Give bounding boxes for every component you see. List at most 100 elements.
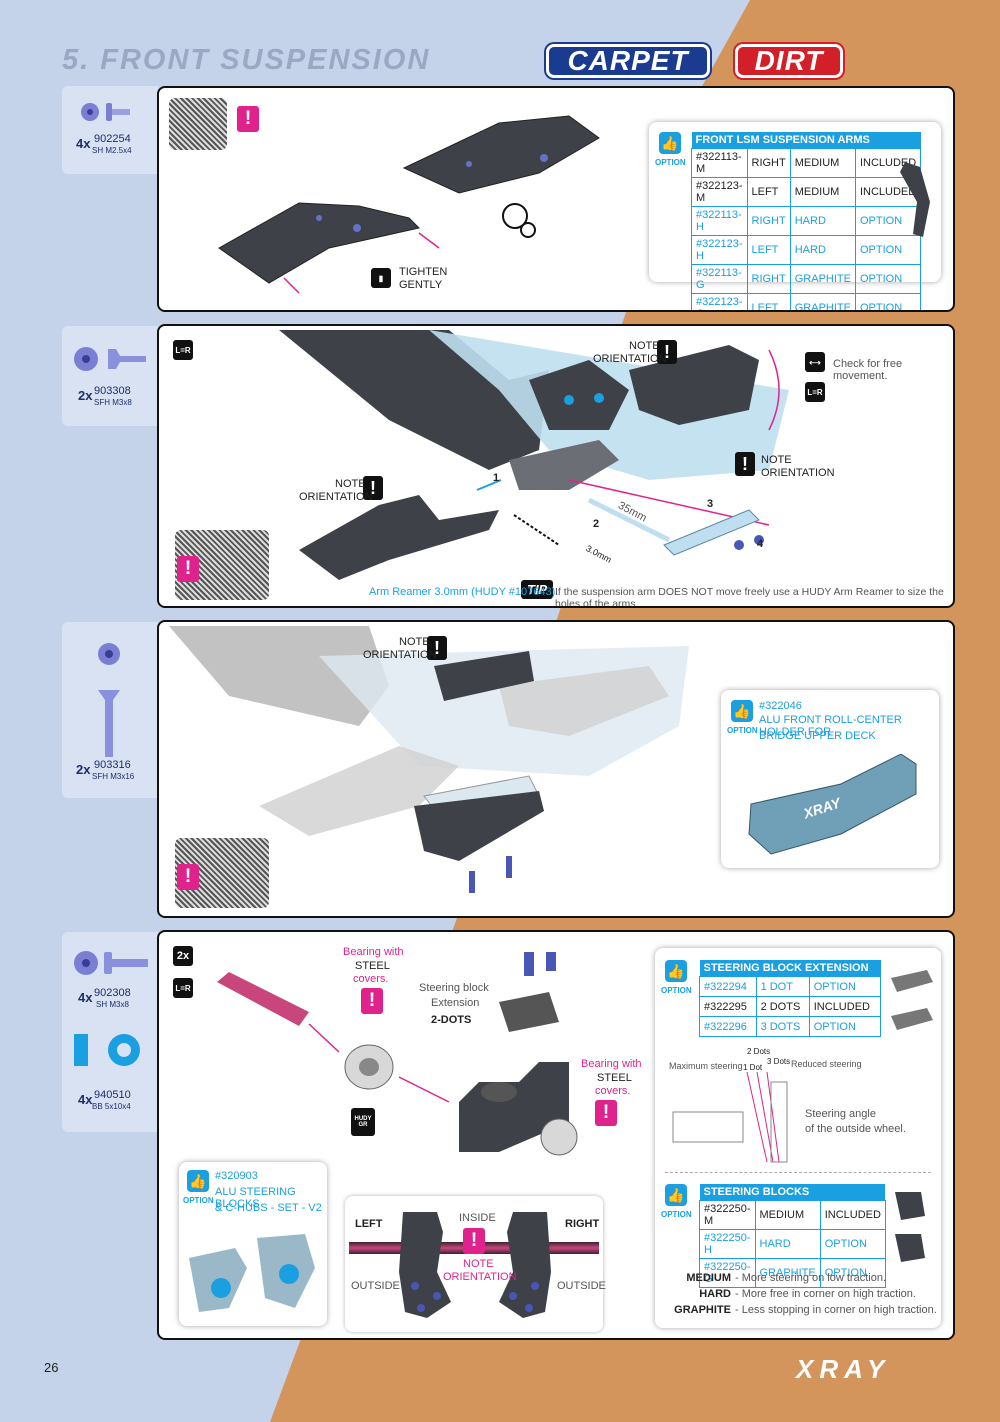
table-cell: GRAPHITE [789,264,856,294]
option-line2: & C-HUBS - SET - V2 [215,1202,322,1214]
table-cell: HARD [754,1229,821,1259]
bearing-label: covers. [595,1085,631,1097]
thumbs-up-icon: 👍 [731,700,753,722]
table-cell: GRAPHITE [754,1258,821,1288]
legend-row: HARD- More free in corner on high tracti… [665,1286,935,1302]
legend-row: MEDIUM - More steering on low traction. [665,1270,935,1286]
arm-option-illustration [900,162,930,237]
warning-icon: ! [595,1100,617,1126]
chassis-arm-illustration [279,330,789,580]
steering-block-illustration [217,952,578,1156]
part-desc: SFH M3x16 [92,772,135,781]
steering-block-thumbnails [895,1192,925,1262]
screw-icon [74,951,148,975]
roll-center-holder-illustration [748,754,917,855]
table-cell: #322123-M [691,177,748,207]
table-cell: #322296 [699,1016,757,1037]
gr-label: GR [358,1122,368,1128]
table-cell: 2 DOTS [755,996,810,1017]
table-cell: HARD [789,206,856,236]
table-cell: OPTION [819,1258,886,1288]
screw-icon [98,643,120,757]
part-qty: 2x [78,388,93,403]
dirt-badge: DIRT [735,44,843,78]
warning-icon: ! [237,106,259,132]
table-cell: OPTION [808,1016,882,1037]
times-two-icon: 2x [173,946,193,966]
tighten-label: TIGHTEN [399,266,448,278]
table-cell: LEFT [746,293,791,310]
option-label: OPTION [655,158,686,167]
part-desc: SH M2.5x4 [92,146,132,155]
warning-icon: ! [363,476,383,500]
table-cell: OPTION [854,235,922,265]
step2-panel: L=R NOTE ORIENTATION ! ⟷ Check for free … [157,324,955,608]
page-number: 26 [44,1360,59,1375]
extension-label: Extension [431,997,480,1009]
legend-value: - More steering on low traction. [735,1272,887,1284]
option-line1: ALU FRONT ROLL-CENTER HOLDER FOR [759,714,902,738]
note-label: NOTE [335,478,366,490]
table-cell: #322123-H [691,235,748,265]
table-cell: RIGHT [746,206,791,236]
free-movement-icon: ⟷ [805,352,825,372]
parts-bag-step4: 4x 902308 SH M3x8 4x 940510 BB 5x10x4 [62,932,158,1132]
table-cell: #322113-H [691,206,748,236]
divider [665,1172,931,1173]
step-number-2: 2 [593,518,600,530]
orientation-inset: LEFT RIGHT INSIDE ! NOTE ORIENTATION OUT… [345,1196,606,1332]
carpet-badge: CARPET [546,44,710,78]
option-code: #320903 [215,1170,258,1182]
outside-right-label: OUTSIDE [557,1280,606,1292]
steering-block-left-illustration [399,1212,451,1318]
dot-2-label: 2 Dots [747,1047,771,1056]
parts-bag-step3: 2x 903316 SFH M3x16 [62,622,158,798]
table-cell: LEFT [746,235,791,265]
max-steering-label: Maximum steering [669,1061,743,1071]
bearing-icon [74,1034,140,1066]
legend-value: - More free in corner on high traction. [735,1288,916,1300]
bearing-label: Bearing with [343,946,404,958]
thumbs-up-icon: 👍 [665,1184,687,1206]
dot-3-label: 3 Dots [767,1057,791,1066]
inside-label: INSIDE [459,1212,496,1224]
option-label: OPTION [661,986,692,995]
steering-angle-illustration [672,1072,788,1163]
table-cell: #322294 [699,976,757,997]
table-header: STEERING BLOCKS [699,1184,886,1201]
step-number-1: 1 [493,472,500,484]
table-cell: OPTION [854,293,922,310]
bearing-label: STEEL [597,1072,632,1084]
table-header: STEERING BLOCK EXTENSION [699,960,881,977]
orientation-label: ORIENTATION [363,649,437,661]
part-desc: BB 5x10x4 [92,1102,131,1111]
option-label: OPTION [661,1210,692,1219]
table-cell: OPTION [819,1229,886,1259]
parts-bag-step1: 4x 902254 SH M2.5x4 [62,86,158,174]
table-cell: #322123-G [691,293,748,310]
part-code: 902308 [94,987,131,999]
step3-panel: NOTE ORIENTATION ! ! 👍 OPTION #322046 AL… [157,620,955,918]
suspension-arms-illustration [218,115,600,294]
screw-icon [81,103,130,121]
table-cell: #322250-M [699,1200,756,1230]
table-cell: #322113-G [691,264,748,294]
table-cell: HARD [789,235,856,265]
tip-text: If the suspension arm DOES NOT move free… [555,586,944,608]
legend-key: MEDIUM [686,1272,731,1284]
warning-icon: ! [177,556,199,582]
hudy-label: HUDY [354,1116,372,1122]
part-desc: SH M3x8 [96,1000,129,1009]
warning-icon: ! [657,340,677,364]
warning-icon: ! [463,1228,485,1254]
bearing-label: covers. [353,973,389,985]
warning-icon: ! [177,864,199,890]
warning-icon: ! [735,452,755,476]
